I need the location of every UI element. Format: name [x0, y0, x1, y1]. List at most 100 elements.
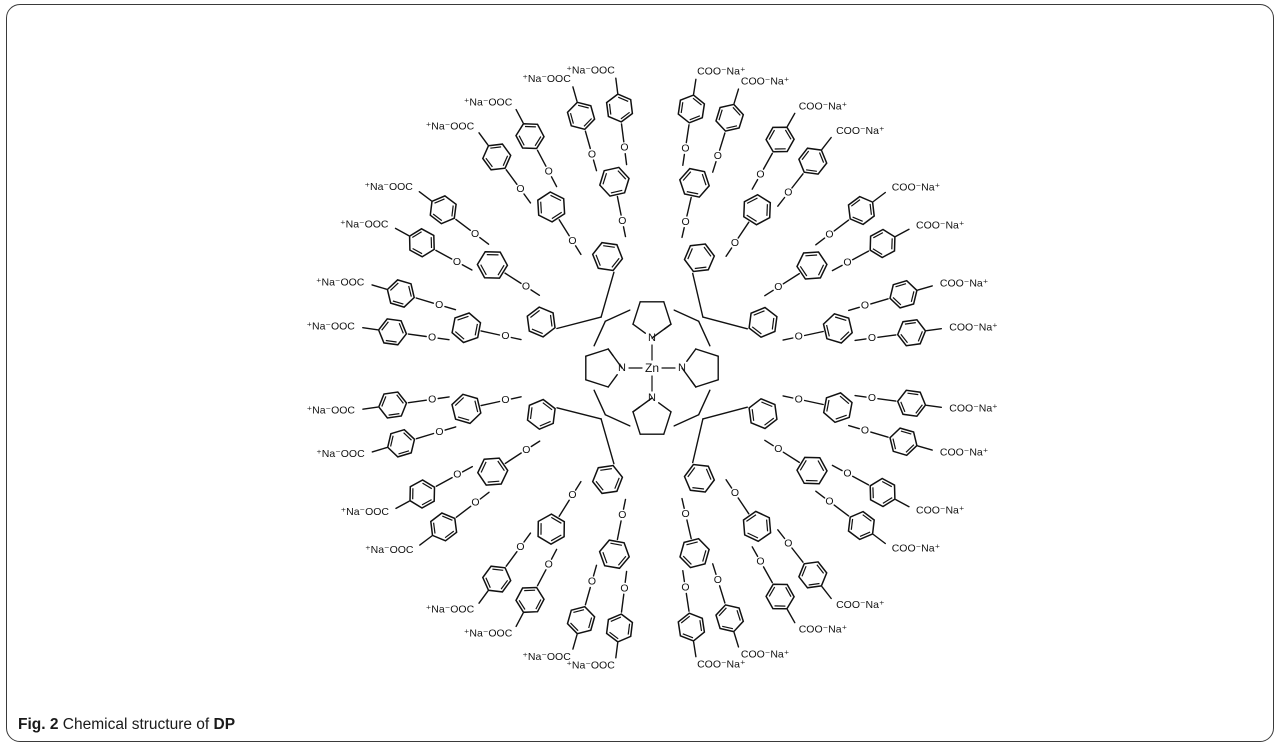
terminal-benzoate-ring-double-bond	[732, 106, 741, 116]
arm-6-gen1-ring-double-bond	[614, 477, 620, 489]
terminal-benzoate-ring-hexagon	[765, 126, 795, 153]
carboxylate-bond	[515, 612, 524, 628]
terminal-benzoate-ring-double-bond	[534, 136, 542, 147]
methylene-bond	[877, 398, 897, 402]
arm-7-gen2-ring-2-double-bond	[454, 397, 465, 407]
methylene-bond	[833, 219, 850, 232]
meso-bond	[673, 309, 700, 322]
ether-bond	[764, 439, 774, 447]
terminal-benzoate-ring-double-bond	[892, 296, 902, 306]
carboxylate-bond	[917, 445, 933, 451]
ether-oxygen: O	[731, 237, 739, 249]
carboxylate-bond	[478, 590, 489, 604]
terminal-benzoate-ring-double-bond	[680, 615, 691, 624]
terminal-benzoate-ring-double-bond	[873, 232, 884, 239]
terminal-benzoate-ring-hexagon	[566, 101, 596, 131]
ether-oxygen: O	[522, 444, 530, 456]
terminal-benzoate-ring-double-bond	[692, 97, 702, 106]
meso-bond	[593, 389, 606, 416]
arm-1-gen2-ring-1-double-bond	[540, 201, 542, 214]
terminal-carboxylate-label: ⁺Na⁻OOC	[566, 64, 615, 76]
arm-4-gen1-ring-double-bond	[764, 417, 775, 426]
ether-oxygen: O	[681, 143, 689, 155]
terminal-benzoate-ring-hexagon	[605, 613, 634, 643]
carboxylate-bond	[821, 136, 832, 151]
pyrrole-nitrogen: N	[618, 362, 626, 374]
ether-bond	[777, 529, 786, 540]
terminal-carboxylate-label: COO⁻Na⁺	[892, 182, 941, 194]
arm-3-gen1-ring-double-bond	[771, 317, 775, 330]
ether-oxygen: O	[618, 215, 626, 227]
methylene-bond	[620, 593, 625, 613]
arm-2-gen1-ring-hexagon	[683, 243, 716, 273]
carboxylate-bond	[821, 586, 832, 600]
terminal-benzoate-ring-double-bond	[850, 518, 854, 530]
carboxylate-bond	[925, 328, 942, 332]
arm-7-gen1-ring-hexagon	[526, 398, 556, 431]
terminal-benzoate-ring-hexagon	[377, 318, 408, 346]
terminal-benzoate-ring-double-bond	[617, 96, 629, 102]
carboxylate-bond	[515, 108, 524, 124]
arm-8-gen2-ring-1-double-bond	[457, 315, 469, 321]
ether-bond	[479, 491, 490, 500]
terminal-benzoate-ring	[715, 604, 745, 633]
arm-4-gen2-ring-1-double-bond	[839, 395, 850, 405]
arm-8-gen1-ring-hexagon	[526, 306, 556, 338]
terminal-benzoate-ring	[386, 279, 416, 308]
arm-3-gen2-ring-2-double-bond	[826, 324, 830, 337]
methylene-bond	[851, 475, 870, 486]
terminal-benzoate-ring-double-bond	[682, 633, 694, 639]
methylene-bond	[877, 334, 897, 338]
terminal-benzoate-ring	[429, 195, 457, 225]
arm-4-gen2-ring-2-double-bond	[799, 459, 807, 471]
arm-1-gen2-ring-2-double-bond	[610, 189, 623, 194]
figure-frame	[6, 4, 1274, 742]
compound-name: DP	[213, 716, 236, 733]
arm-8-gen2-ring-2-double-bond	[497, 264, 505, 276]
arm-3-gen2-ring-1-double-bond	[817, 264, 825, 276]
arm-5-gen1-ring-double-bond	[705, 468, 712, 480]
terminal-benzoate-ring-double-bond	[801, 565, 807, 577]
terminal-benzoate-ring	[377, 391, 408, 419]
terminal-benzoate-ring-double-bond	[411, 231, 422, 239]
terminal-benzoate-ring-hexagon	[377, 391, 408, 419]
ether-oxygen: O	[545, 559, 553, 571]
arm-5-gen2-ring-2-double-bond	[686, 541, 698, 546]
methylene-bond	[762, 566, 773, 584]
ether-oxygen: O	[588, 148, 596, 160]
arm-3-gen2-ring-1-hexagon	[796, 251, 828, 280]
meso-bond	[604, 414, 631, 427]
arm-5-gen2-ring-2-hexagon	[679, 537, 710, 569]
terminal-benzoate-ring-double-bond	[722, 625, 734, 630]
arm-7-gen2-ring-1-double-bond	[487, 480, 500, 483]
methylene-bond	[435, 249, 453, 260]
ether-oxygen: O	[756, 556, 764, 568]
arm-8-gen2-ring-2-hexagon	[476, 250, 509, 279]
terminal-benzoate-ring-double-bond	[768, 586, 776, 597]
terminal-benzoate-ring	[515, 122, 545, 150]
terminal-carboxylate-label: ⁺Na⁻OOC	[426, 604, 475, 616]
terminal-benzoate-ring-double-bond	[490, 146, 502, 149]
methylene-bond	[455, 505, 472, 518]
pyrrole-bond	[663, 323, 672, 330]
arm-2-gen1-ring-double-bond	[694, 266, 707, 270]
terminal-benzoate-ring-hexagon	[847, 195, 875, 226]
terminal-carboxylate-label: ⁺Na⁻OOC	[364, 181, 413, 193]
terminal-benzoate-ring-hexagon	[515, 586, 545, 614]
methylene-bond	[782, 272, 800, 285]
methylene-bond	[620, 123, 625, 143]
terminal-benzoate-ring	[896, 389, 927, 418]
terminal-benzoate-ring-hexagon	[677, 612, 706, 642]
terminal-carboxylate-label: COO⁻Na⁺	[741, 76, 790, 88]
terminal-benzoate-ring-double-bond	[398, 450, 410, 455]
arm-7-gen2-ring-2-double-bond	[474, 400, 479, 413]
terminal-benzoate-ring-double-bond	[502, 155, 509, 166]
ether-oxygen: O	[682, 508, 690, 520]
arm-2-gen1-ring-double-bond	[687, 248, 693, 260]
carboxylate-bond	[395, 500, 410, 510]
terminal-carboxylate-label: ⁺Na⁻OOC	[566, 660, 615, 672]
terminal-benzoate-ring	[798, 147, 828, 175]
arm-4-gen2-ring-2-hexagon	[796, 456, 828, 485]
methylene-bond	[833, 504, 850, 517]
arm-5-gen2-ring-2-double-bond	[702, 550, 707, 562]
